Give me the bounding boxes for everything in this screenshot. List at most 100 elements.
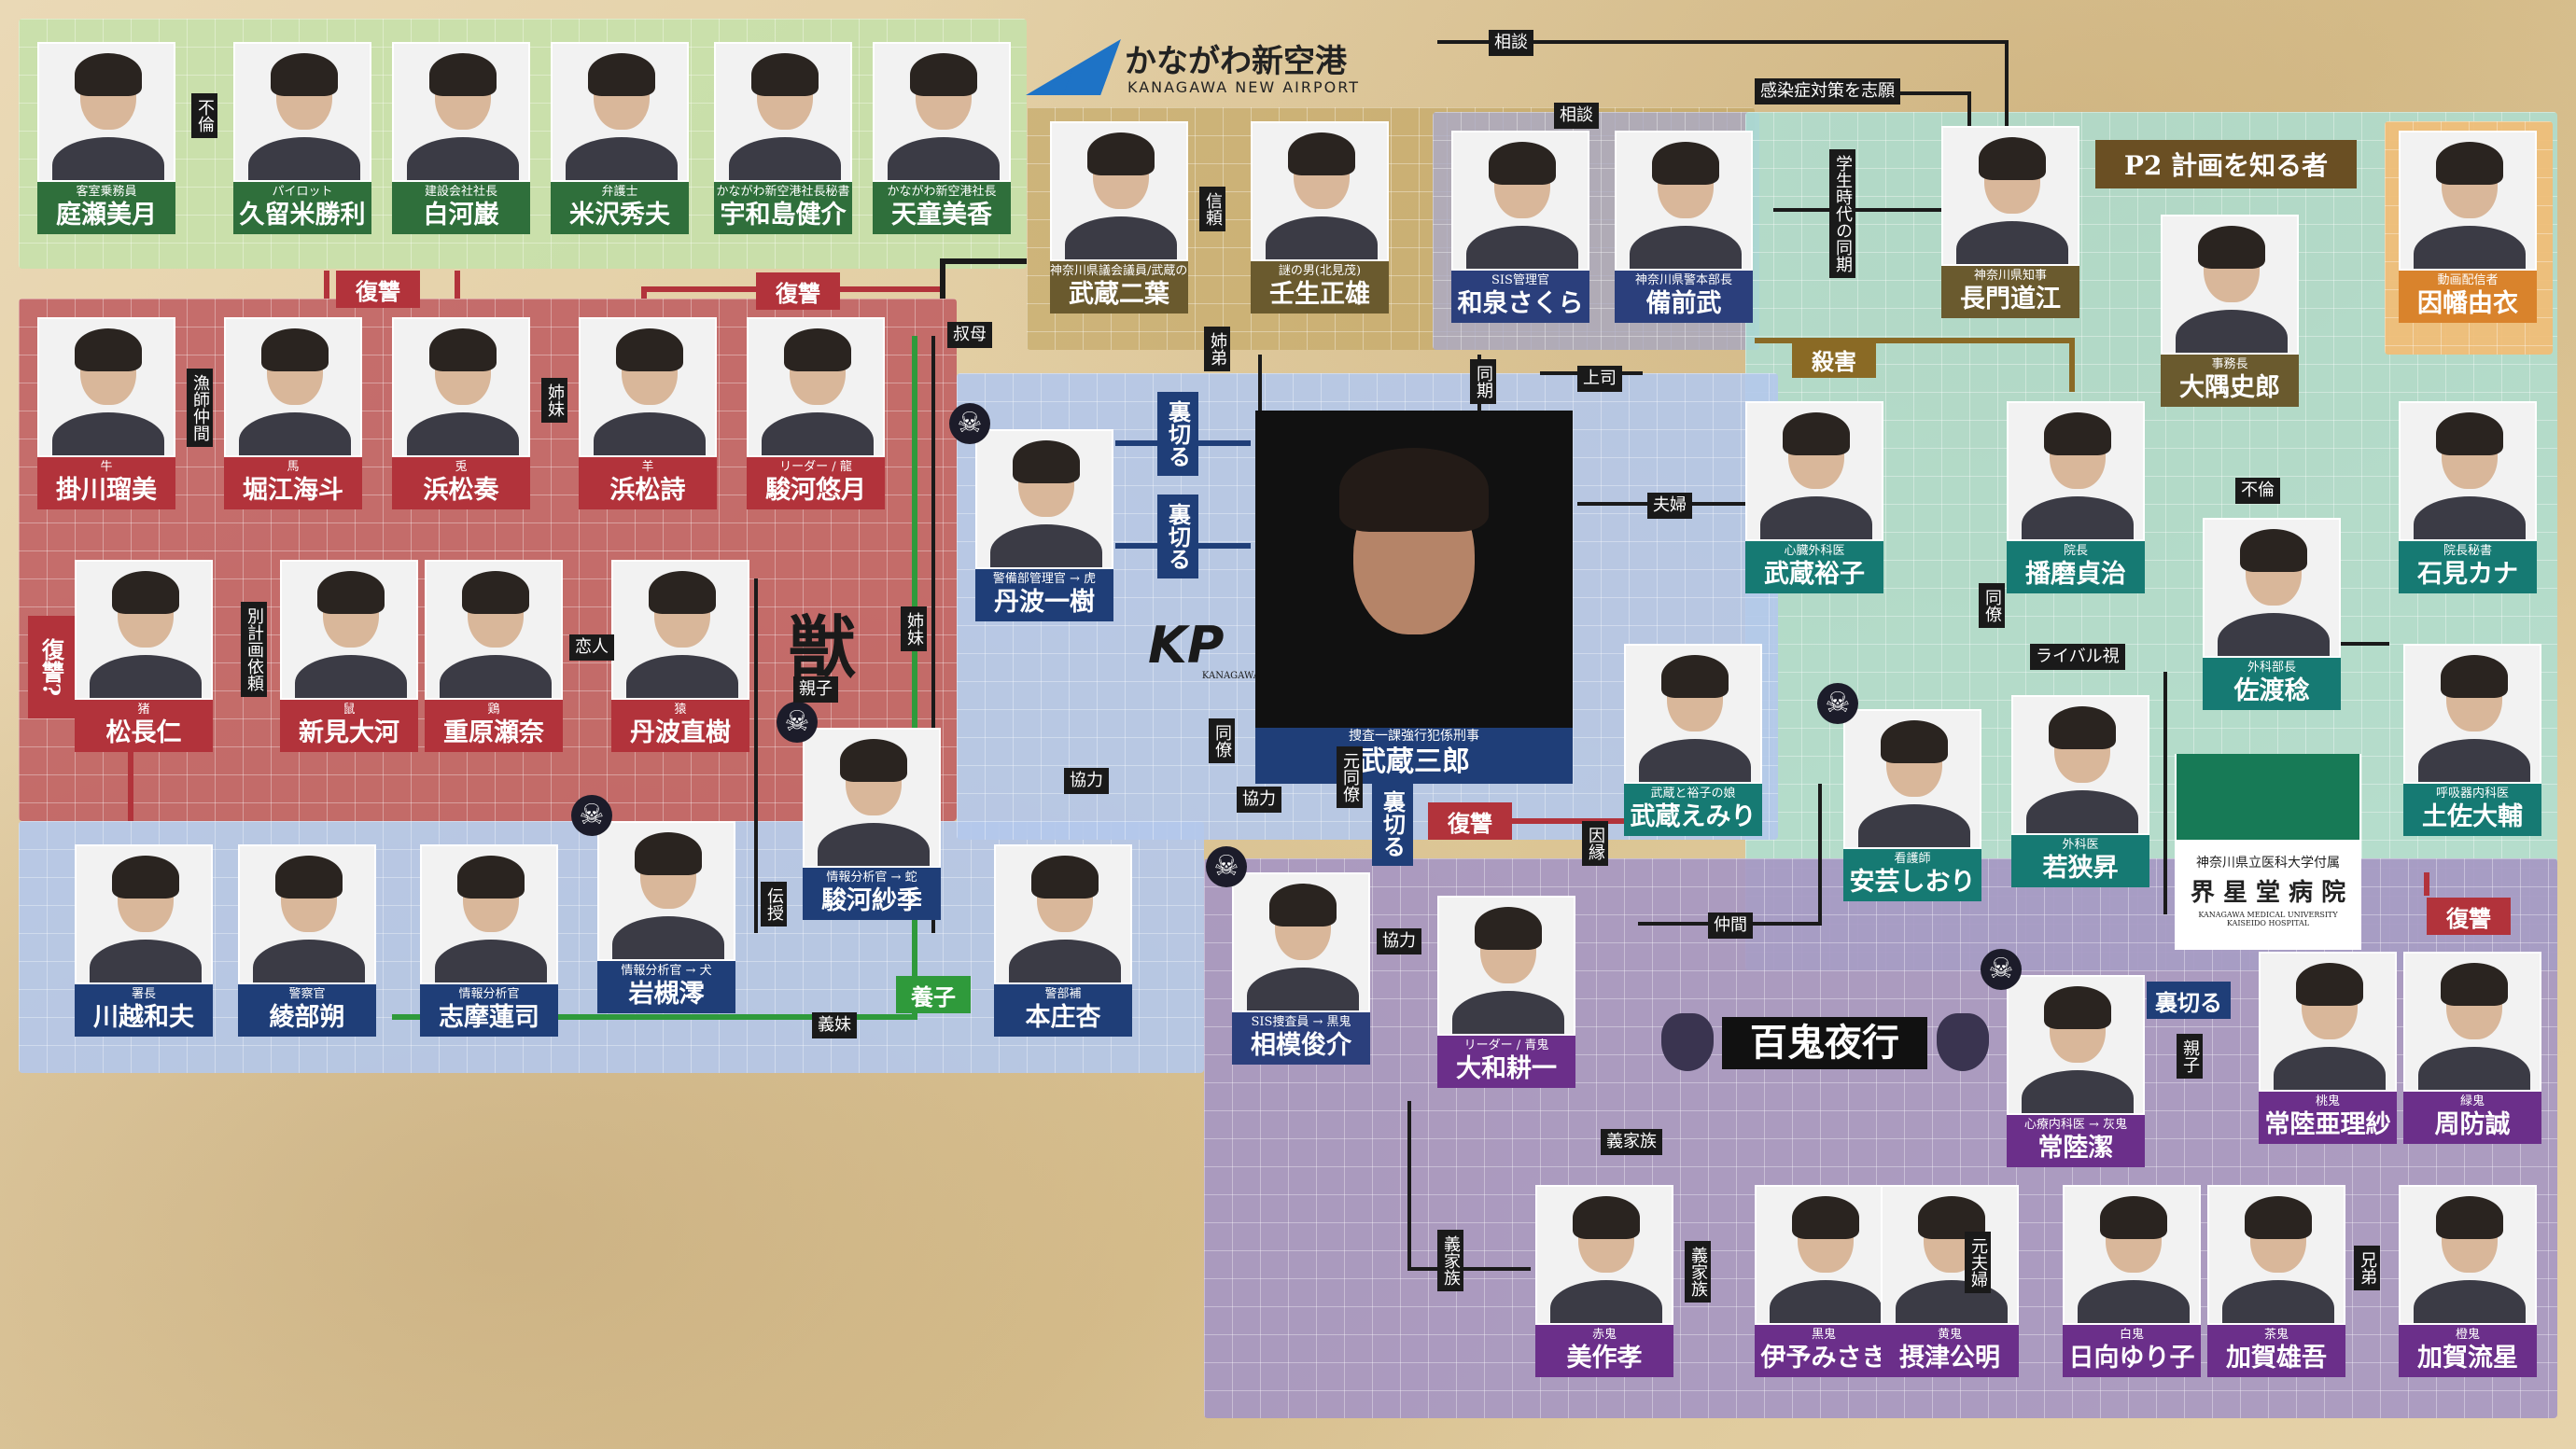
person-card-inaba: 動画配信者因幡由衣 <box>2399 131 2537 323</box>
person-card-niwase: 客室乗務員庭瀬美月 <box>37 42 175 234</box>
rel-fukushu-q: 復讐? <box>28 616 75 718</box>
person-label: 警察官綾部朔 <box>238 984 376 1037</box>
person-photo <box>224 317 362 457</box>
person-photo <box>425 560 563 700</box>
person-photo <box>238 844 376 984</box>
person-photo <box>1941 126 2079 266</box>
center-label: 捜査一課強行犯係刑事 武蔵三郎 <box>1255 728 1573 784</box>
skull-icon: ☠ <box>777 702 818 743</box>
person-label: SIS管理官和泉さくら <box>1451 271 1589 323</box>
person-photo <box>1437 896 1575 1036</box>
person-card-hamamatsu-uta: 羊浜松詩 <box>579 317 717 509</box>
person-photo <box>2161 215 2299 355</box>
person-card-suruga-saki: 情報分析官 → 蛇駿河紗季 <box>803 728 941 920</box>
person-label: 猪松長仁 <box>75 700 213 752</box>
person-role: 心療内科医 → 灰鬼 <box>2023 1118 2128 1132</box>
skull-icon: ☠ <box>1817 683 1858 724</box>
person-role: 神奈川県議会議員/武蔵の姉 <box>1050 264 1188 278</box>
person-name: 綾部朔 <box>269 1003 345 1032</box>
person-card-hamamatsu-kanade: 兎浜松奏 <box>392 317 530 509</box>
person-role: 猪 <box>137 703 150 717</box>
person-photo <box>1615 131 1753 271</box>
person-name: 天童美香 <box>891 201 992 230</box>
rel-shukubo: 叔母 <box>947 322 992 348</box>
person-card-yamato: リーダー / 青鬼大和耕一 <box>1437 896 1575 1088</box>
center-hair <box>1339 448 1489 532</box>
person-label: 黄鬼摂津公明 <box>1881 1325 2019 1377</box>
person-label: リーダー / 青鬼大和耕一 <box>1437 1036 1575 1088</box>
center-card: 捜査一課強行犯係刑事 武蔵三郎 <box>1255 411 1573 784</box>
rel-kiri-4: 裏切る <box>2147 982 2231 1019</box>
line-gikazoku <box>1407 1101 1531 1271</box>
person-role: 建設会社社長 <box>424 185 497 199</box>
person-role: 呼吸器内科医 <box>2435 787 2509 801</box>
person-role: 牛 <box>100 460 113 474</box>
person-name: 常陸潔 <box>2037 1134 2114 1163</box>
person-name: 播磨貞治 <box>2025 560 2126 589</box>
airport-title-jp: かながわ新空港 <box>1125 43 1347 80</box>
rel-doki: 同期 <box>1470 359 1496 404</box>
person-name: 駿河悠月 <box>765 476 866 505</box>
person-name: 周防誠 <box>2434 1110 2511 1139</box>
person-name: 相模俊介 <box>1251 1031 1351 1060</box>
person-role: パイロット <box>272 185 333 199</box>
person-card-kakegawa: 牛掛川瑠美 <box>37 317 175 509</box>
hospital-line1: 神奈川県立医科大学付属 <box>2196 856 2340 871</box>
person-name: 重原瀬奈 <box>443 718 544 747</box>
rel-koibito: 恋人 <box>569 634 614 661</box>
skull-icon: ☠ <box>571 795 612 836</box>
person-label: 署長川越和夫 <box>75 984 213 1037</box>
person-photo <box>2207 1185 2345 1325</box>
person-label: 猿丹波直樹 <box>611 700 749 752</box>
rel-rival: ライバル視 <box>2030 644 2125 670</box>
person-label: 事務長大隅史郎 <box>2161 355 2299 407</box>
person-name: 備前武 <box>1645 289 1722 318</box>
person-photo <box>579 317 717 457</box>
rel-gimai: 義妹 <box>812 1012 857 1038</box>
person-role: 白鬼 <box>2119 1328 2144 1342</box>
line-fukushu-shirakawa <box>324 271 460 299</box>
rel-furin-airport: 不倫 <box>191 93 217 138</box>
beast-logo: 獣 <box>789 607 857 687</box>
person-photo <box>280 560 418 700</box>
rel-soudan-1: 相談 <box>1489 30 1533 56</box>
person-label: 神奈川県警本部長備前武 <box>1615 271 1753 323</box>
person-name: 常陸亜理紗 <box>2264 1110 2391 1139</box>
person-name: 若狭昇 <box>2042 854 2119 883</box>
rel-denju: 伝授 <box>761 882 787 927</box>
person-role: 弁護士 <box>601 185 638 199</box>
person-name: 宇和島健介 <box>720 201 847 230</box>
person-name: 加賀雄吾 <box>2226 1344 2327 1372</box>
person-name: 川越和夫 <box>93 1003 194 1032</box>
person-card-sado: 外科部長佐渡稔 <box>2203 518 2341 710</box>
person-card-mimasaka: 赤鬼美作孝 <box>1535 1185 1673 1377</box>
person-role: かながわ新空港社長秘書 <box>716 185 850 199</box>
person-photo <box>714 42 852 182</box>
person-role: リーダー / 龍 <box>779 460 852 474</box>
rel-shimai-2: 姉妹 <box>901 606 927 651</box>
person-photo <box>873 42 1011 182</box>
person-role: 赤鬼 <box>1591 1328 1617 1342</box>
person-card-kaga-ryusei: 橙鬼加賀流星 <box>2399 1185 2537 1377</box>
person-photo <box>1232 872 1370 1012</box>
person-card-tanba-kazuki: 警備部管理官 → 虎丹波一樹 <box>975 429 1113 621</box>
person-name: 土佐大輔 <box>2422 802 2523 831</box>
person-label: 緑鬼周防誠 <box>2403 1092 2541 1144</box>
person-photo <box>975 429 1113 569</box>
person-role: 外科医 <box>2062 838 2099 852</box>
person-label: 建設会社社長白河巌 <box>392 182 530 234</box>
person-role: 警備部管理官 → 虎 <box>992 572 1097 586</box>
person-label: 馬堀江海斗 <box>224 457 362 509</box>
person-label: 鶏重原瀬奈 <box>425 700 563 752</box>
person-card-tosa: 呼吸器内科医土佐大輔 <box>2403 644 2541 836</box>
person-card-tanba-naoki: 猿丹波直樹 <box>611 560 749 752</box>
person-role: 黄鬼 <box>1937 1328 1962 1342</box>
p2-label: P2 計画を知る者 <box>2095 140 2357 188</box>
rel-nakama: 仲間 <box>1708 913 1753 939</box>
person-card-uwajima: かながわ新空港社長秘書宇和島健介 <box>714 42 852 234</box>
person-role: 署長 <box>131 987 156 1001</box>
rel-shinrai: 信頼 <box>1199 187 1225 231</box>
person-role: 茶鬼 <box>2263 1328 2289 1342</box>
person-name: 佐渡稔 <box>2233 676 2310 705</box>
person-label: 神奈川県知事長門道江 <box>1941 266 2079 318</box>
